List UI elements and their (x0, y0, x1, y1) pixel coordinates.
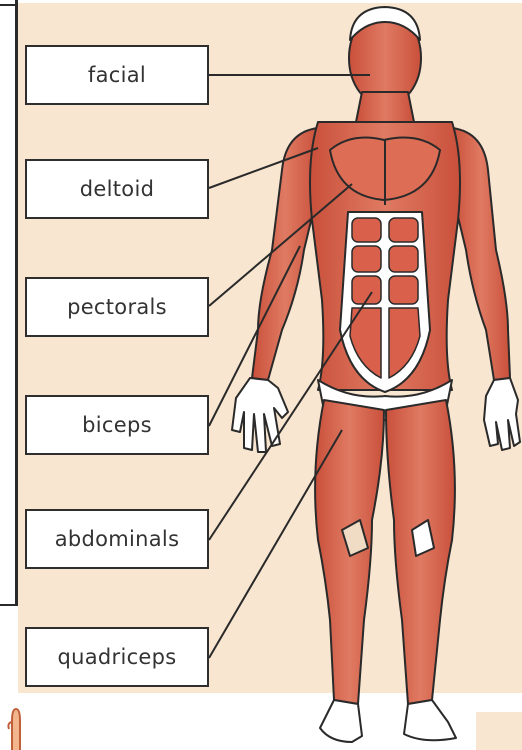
label-facial: facial (25, 45, 209, 105)
label-deltoid: deltoid (25, 159, 209, 219)
neck (356, 92, 414, 122)
label-pectorals-text: pectorals (67, 295, 167, 319)
label-abdominals: abdominals (25, 509, 209, 569)
hand-right (484, 378, 520, 450)
hand-left (232, 378, 288, 452)
label-facial-text: facial (88, 63, 146, 87)
label-quadriceps-text: quadriceps (57, 645, 176, 669)
arm-left (252, 128, 318, 380)
label-biceps: biceps (25, 395, 209, 455)
foot-right (404, 700, 456, 740)
body-figure (232, 7, 520, 742)
foot-left (320, 700, 362, 742)
label-deltoid-text: deltoid (80, 177, 154, 201)
label-abdominals-text: abdominals (55, 527, 180, 551)
arm-right (452, 128, 510, 380)
label-quadriceps: quadriceps (25, 627, 209, 687)
label-pectorals: pectorals (25, 277, 209, 337)
label-biceps-text: biceps (82, 413, 152, 437)
